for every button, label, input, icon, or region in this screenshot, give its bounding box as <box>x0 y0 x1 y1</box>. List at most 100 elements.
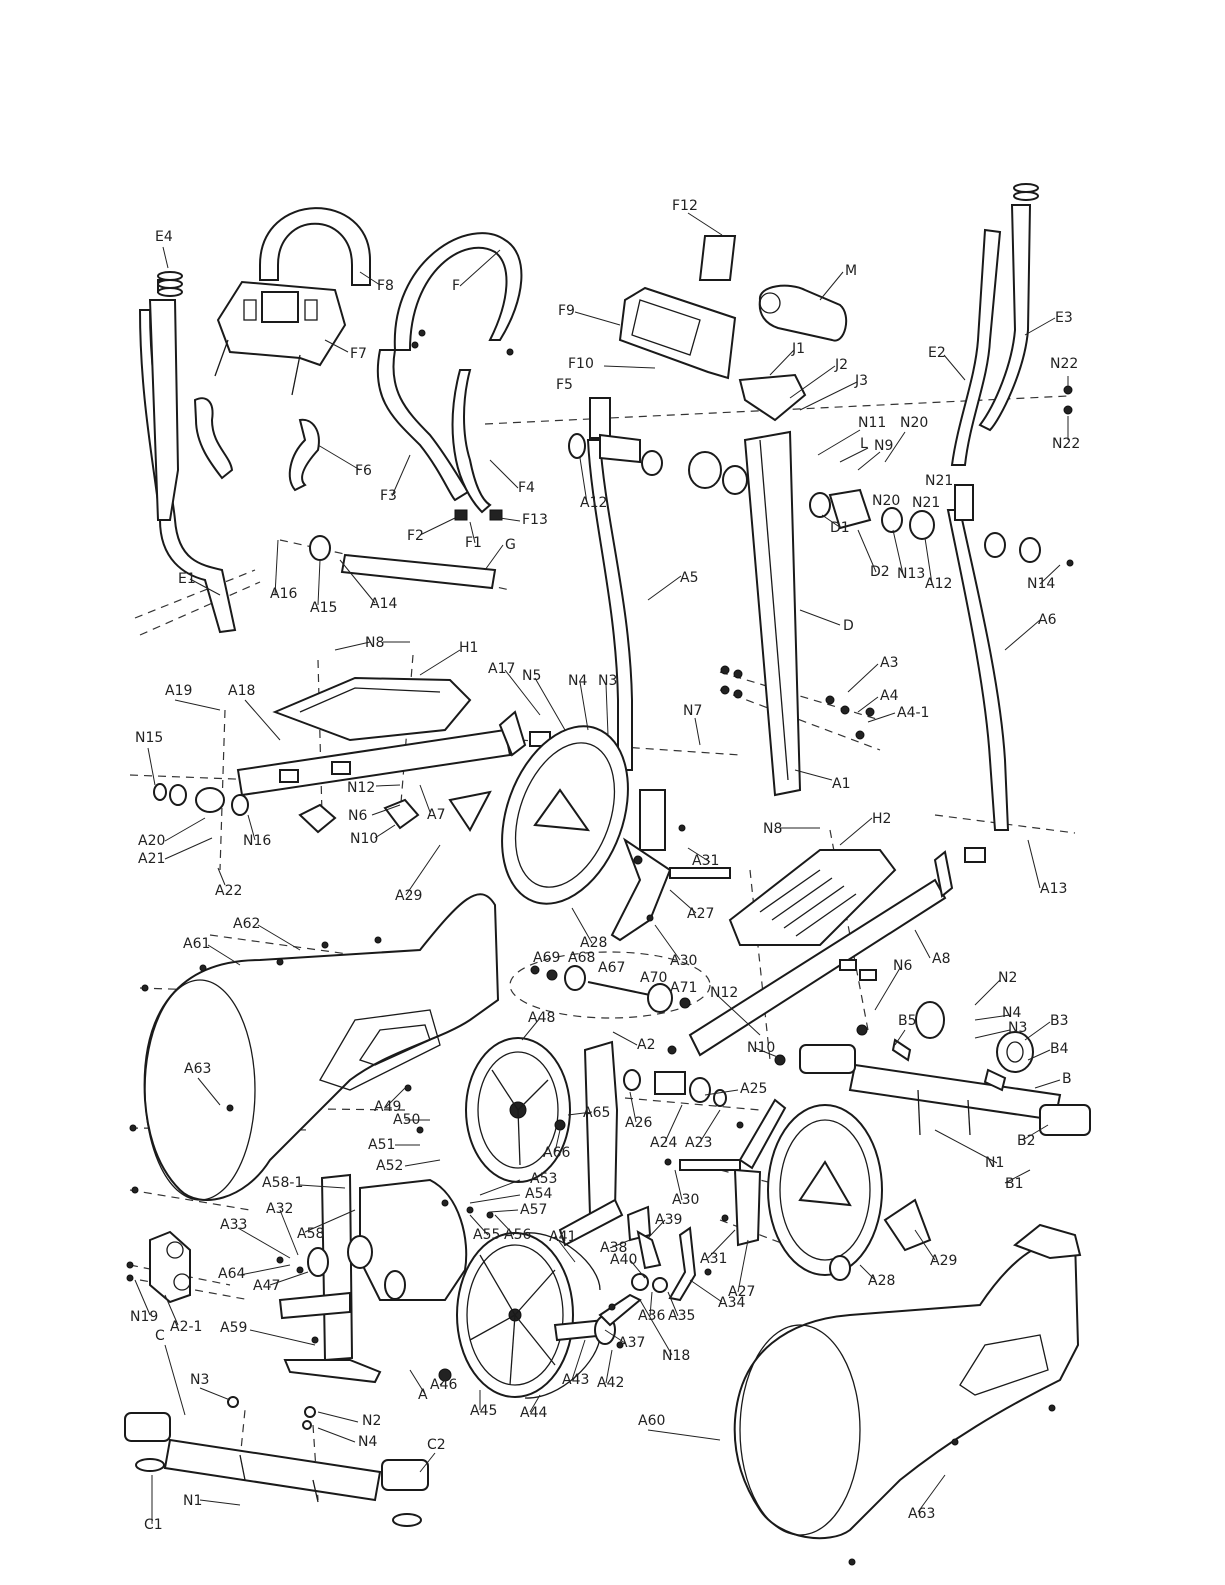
left-side-cover-a61 <box>143 893 500 1201</box>
part-label-a22: A22 <box>215 883 242 899</box>
part-label-a55: A55 <box>473 1227 500 1243</box>
part-label-f: F <box>452 278 460 294</box>
crank-arm-a31-right <box>679 1098 787 1247</box>
part-label-b5: B5 <box>898 1013 917 1029</box>
upper-pivot-tube-a5 <box>586 397 641 771</box>
part-label-a34: A34 <box>718 1295 745 1311</box>
part-label-a8: A8 <box>932 951 950 967</box>
part-label-f3: F3 <box>380 488 397 504</box>
part-label-a27: A27 <box>687 906 714 922</box>
part-label-a2-1: A2-1 <box>170 1319 202 1335</box>
part-label-a58-1: A58-1 <box>262 1175 303 1191</box>
pulley-wheel-a45 <box>456 1232 574 1398</box>
pivot-axle-g <box>340 553 497 590</box>
part-label-n8: N8 <box>365 635 384 651</box>
part-label-f4: F4 <box>518 480 535 496</box>
part-label-n1: N1 <box>985 1155 1004 1171</box>
handlebar-loop-f8 <box>259 207 371 286</box>
post-bolts-a3-a4 <box>720 665 875 740</box>
console-housing-f9 <box>618 235 737 380</box>
main-post-d <box>743 430 802 797</box>
part-label-a65: A65 <box>583 1105 610 1121</box>
part-label-n2: N2 <box>998 970 1017 986</box>
part-label-a12: A12 <box>925 576 952 592</box>
part-label-a49: A49 <box>374 1099 401 1115</box>
part-label-a29: A29 <box>930 1253 957 1269</box>
part-label-m: M <box>845 263 857 279</box>
bearings-upper <box>309 433 1041 563</box>
part-label-l: L <box>860 436 868 452</box>
part-label-e2: E2 <box>928 345 946 361</box>
part-label-n19: N19 <box>130 1309 158 1325</box>
part-label-n9: N9 <box>874 438 893 454</box>
part-label-a42: A42 <box>597 1375 624 1391</box>
part-label-a17: A17 <box>488 661 515 677</box>
part-label-n12: N12 <box>710 985 738 1001</box>
part-label-j1: J1 <box>791 341 805 357</box>
seat-post-a2 <box>558 1040 652 1247</box>
part-label-a4: A4 <box>880 688 899 704</box>
idler-bracket-a26 <box>623 1069 727 1107</box>
tensioner-a34 <box>631 1226 697 1302</box>
part-label-f7: F7 <box>350 346 367 362</box>
part-label-a28: A28 <box>868 1273 895 1289</box>
part-label-a54: A54 <box>525 1186 552 1202</box>
part-label-h1: H1 <box>459 640 478 656</box>
part-label-n21: N21 <box>912 495 940 511</box>
pedal-arm-a7 <box>236 710 551 797</box>
part-label-f9: F9 <box>558 303 575 319</box>
part-label-a47: A47 <box>253 1278 280 1294</box>
part-label-a51: A51 <box>368 1137 395 1153</box>
part-label-n21: N21 <box>925 473 953 489</box>
part-label-n2: N2 <box>362 1413 381 1429</box>
pulse-handlebar-f <box>376 232 523 521</box>
part-label-a50: A50 <box>393 1112 420 1128</box>
front-stabilizer-c <box>124 1412 429 1527</box>
part-label-a30: A30 <box>672 1192 699 1208</box>
part-label-e1: E1 <box>178 571 196 587</box>
part-label-e3: E3 <box>1055 310 1073 326</box>
axle-assembly-a67 <box>509 951 711 1019</box>
part-label-a40: A40 <box>610 1252 637 1268</box>
part-label-c: C <box>155 1328 165 1344</box>
part-label-a64: A64 <box>218 1266 245 1282</box>
part-label-n1: N1 <box>183 1493 202 1509</box>
part-label-a13: A13 <box>1040 881 1067 897</box>
left-moving-handle-e1 <box>138 279 237 634</box>
water-bottle-m <box>758 284 848 342</box>
part-label-a44: A44 <box>520 1405 547 1421</box>
part-label-n10: N10 <box>350 831 378 847</box>
part-label-a69: A69 <box>533 950 560 966</box>
part-label-f5: F5 <box>556 377 573 393</box>
part-label-a29: A29 <box>395 888 422 904</box>
part-label-a70: A70 <box>640 970 667 986</box>
part-label-a31: A31 <box>692 853 719 869</box>
part-label-n13: N13 <box>897 566 925 582</box>
part-label-a58: A58 <box>297 1226 324 1242</box>
part-label-a15: A15 <box>310 600 337 616</box>
part-label-n20: N20 <box>900 415 928 431</box>
part-label-a57: A57 <box>520 1202 547 1218</box>
part-label-e4: E4 <box>155 229 173 245</box>
pedal-h2 <box>728 849 897 946</box>
part-label-a27: A27 <box>728 1284 755 1300</box>
part-label-a33: A33 <box>220 1217 247 1233</box>
part-label-a21: A21 <box>138 851 165 867</box>
part-label-a71: A71 <box>670 980 697 996</box>
part-label-j2: J2 <box>834 357 848 373</box>
part-label-n4: N4 <box>358 1434 377 1450</box>
part-label-a36: A36 <box>638 1308 665 1324</box>
part-label-a60: A60 <box>638 1413 665 1429</box>
part-label-a68: A68 <box>568 950 595 966</box>
part-label-a12: A12 <box>580 495 607 511</box>
flywheel-cover-a28-right <box>767 1104 883 1281</box>
part-label-b4: B4 <box>1050 1041 1069 1057</box>
part-label-a38: A38 <box>600 1240 627 1256</box>
front-stabilizer-bolts-n1 <box>227 1396 316 1430</box>
part-label-a5: A5 <box>680 570 698 586</box>
flywheel-a48 <box>465 1037 571 1183</box>
crank-arm-a27-left <box>610 789 731 942</box>
part-label-n6: N6 <box>893 958 912 974</box>
part-label-n7: N7 <box>683 703 702 719</box>
part-label-f12: F12 <box>672 198 698 214</box>
